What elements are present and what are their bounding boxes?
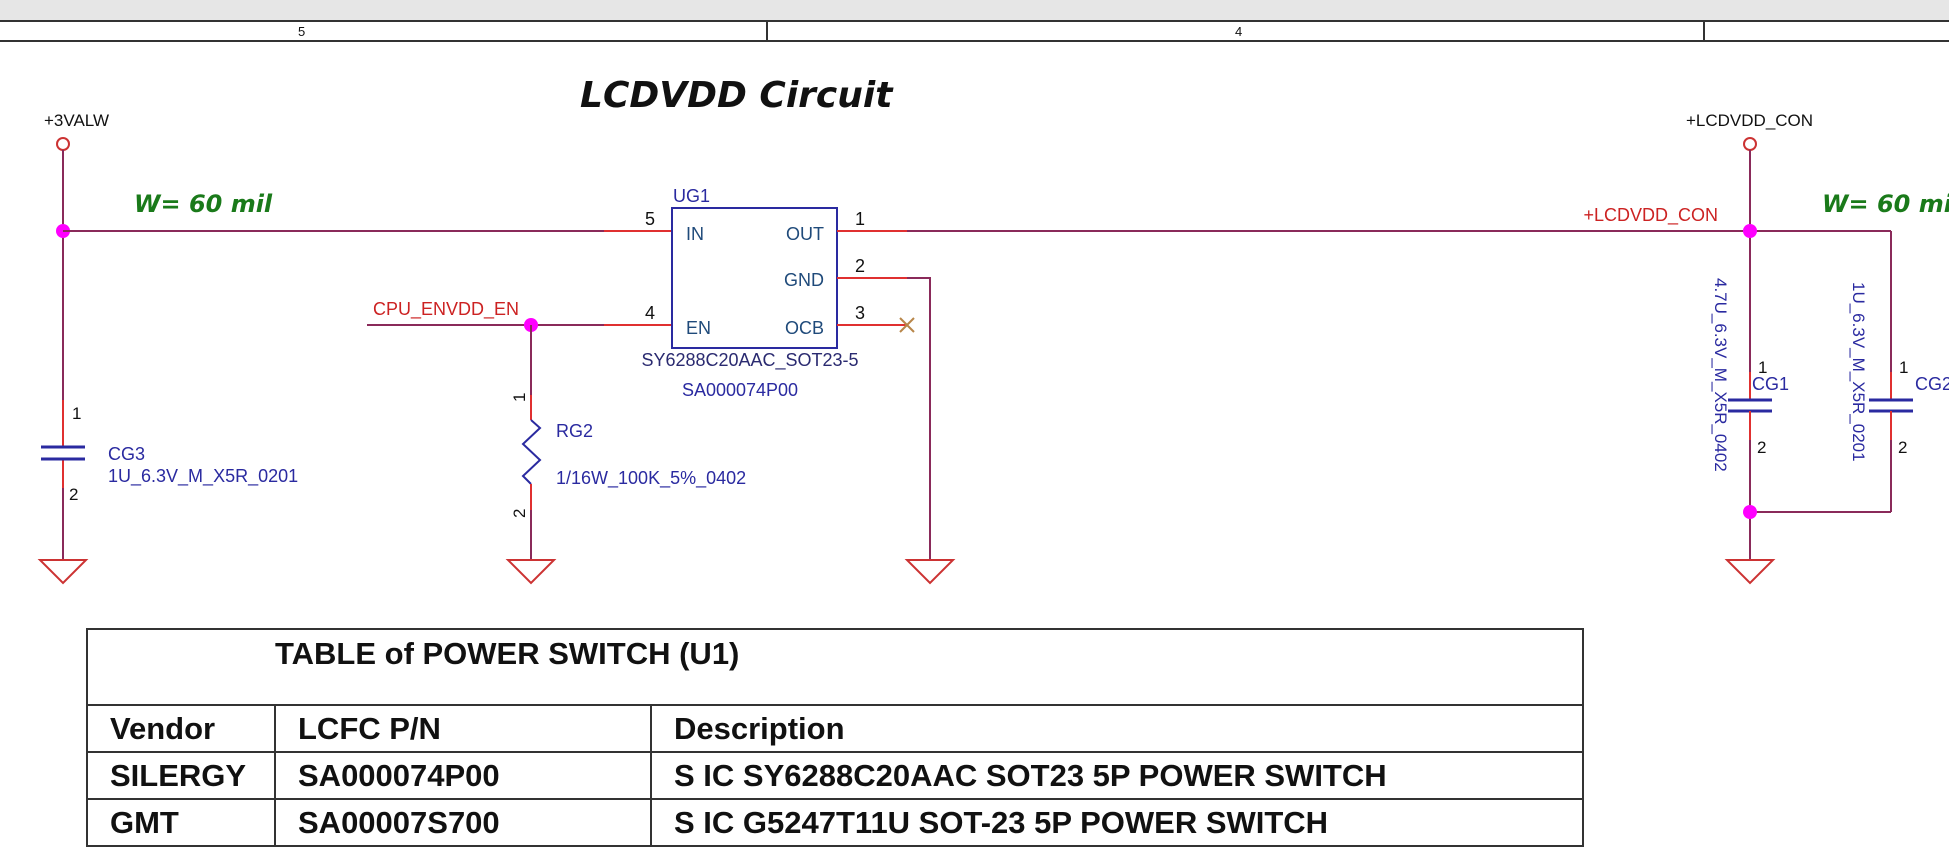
power-switch-table: TABLE of POWER SWITCH (U1) Vendor LCFC P… <box>86 628 1584 847</box>
column-header-vendor: Vendor <box>86 704 276 753</box>
zone-strip: 5 4 <box>0 20 1949 42</box>
pin-number: 2 <box>510 509 529 518</box>
cell-vendor: SILERGY <box>86 751 276 800</box>
column-header-description: Description <box>650 704 1584 753</box>
ground-icon <box>904 559 956 585</box>
pin-number: 1 <box>1899 358 1908 377</box>
circuit-title: LCDVDD Circuit <box>580 75 894 116</box>
table-row: GMT SA00007S700 S IC G5247T11U SOT-23 5P… <box>86 798 1584 847</box>
ic-part-number: SY6288C20AAC_SOT23-5 <box>641 350 858 371</box>
zone-number: 5 <box>298 24 306 39</box>
trace-width-note: W= 60 mil <box>134 190 273 218</box>
pin-number: 1 <box>72 404 81 423</box>
zone-divider <box>766 22 768 40</box>
cell-description: S IC SY6288C20AAC SOT23 5P POWER SWITCH <box>650 751 1584 800</box>
cell-pn: SA00007S700 <box>274 798 652 847</box>
trace-width-note: W= 60 mil <box>1822 190 1949 218</box>
no-connect-icon <box>899 317 915 333</box>
resistor-value: 1/16W_100K_5%_0402 <box>556 468 746 489</box>
net-label-enable: CPU_ENVDD_EN <box>373 299 519 320</box>
pin-number: 1 <box>510 393 529 402</box>
table-header-row: Vendor LCFC P/N Description <box>86 704 1584 753</box>
pin-number: 3 <box>855 303 865 323</box>
pin-number: 2 <box>69 485 78 504</box>
cell-description: S IC G5247T11U SOT-23 5P POWER SWITCH <box>650 798 1584 847</box>
ic-pin-name: GND <box>784 270 824 290</box>
cell-pn: SA000074P00 <box>274 751 652 800</box>
junction-dot <box>1743 505 1757 519</box>
pin-number: 2 <box>1757 438 1766 457</box>
ground-icon <box>1724 559 1776 585</box>
ic-pin-name: OUT <box>786 224 824 244</box>
capacitor-value: 1U_6.3V_M_X5R_0201 <box>1849 282 1868 462</box>
ic-pin-name: IN <box>686 224 704 244</box>
pin-number: 4 <box>645 303 655 323</box>
ic-pin-name: OCB <box>785 318 824 338</box>
ic-refdes: UG1 <box>673 186 710 206</box>
capacitor-value: 4.7U_6.3V_M_X5R_0402 <box>1711 278 1730 472</box>
pin-number: 2 <box>855 256 865 276</box>
pin-number: 1 <box>855 209 865 229</box>
zone-divider <box>1703 22 1705 40</box>
table-row: SILERGY SA000074P00 S IC SY6288C20AAC SO… <box>86 751 1584 800</box>
pin-number: 5 <box>645 209 655 229</box>
resistor-rg2-icon <box>521 419 542 485</box>
pin-number: 1 <box>1758 358 1767 377</box>
ground-icon <box>505 559 557 585</box>
wire-ground <box>907 277 931 560</box>
net-label-output: +LCDVDD_CON <box>1583 205 1718 226</box>
power-port-label-lcdvdd: +LCDVDD_CON <box>1686 111 1813 130</box>
capacitor-refdes: CG1 <box>1752 374 1789 394</box>
resistor-refdes: RG2 <box>556 421 593 441</box>
ic-pin-name: EN <box>686 318 711 338</box>
ground-icon <box>37 559 89 585</box>
cell-vendor: GMT <box>86 798 276 847</box>
table-title: TABLE of POWER SWITCH (U1) <box>86 628 1584 706</box>
pin-number: 2 <box>1898 438 1907 457</box>
zone-number: 4 <box>1235 24 1243 39</box>
capacitor-value: 1U_6.3V_M_X5R_0201 <box>108 466 298 487</box>
viewer-top-bar <box>0 0 1949 20</box>
ic-lcfc-pn: SA000074P00 <box>682 380 798 400</box>
column-header-pn: LCFC P/N <box>274 704 652 753</box>
capacitor-refdes: CG2 <box>1915 374 1949 394</box>
junction-dot <box>1743 224 1757 238</box>
power-port-icon <box>1743 137 1757 151</box>
table-title-row: TABLE of POWER SWITCH (U1) <box>86 628 1584 706</box>
power-port-label-3valw: +3VALW <box>44 111 109 130</box>
capacitor-refdes: CG3 <box>108 444 145 464</box>
power-port-icon <box>56 137 70 151</box>
